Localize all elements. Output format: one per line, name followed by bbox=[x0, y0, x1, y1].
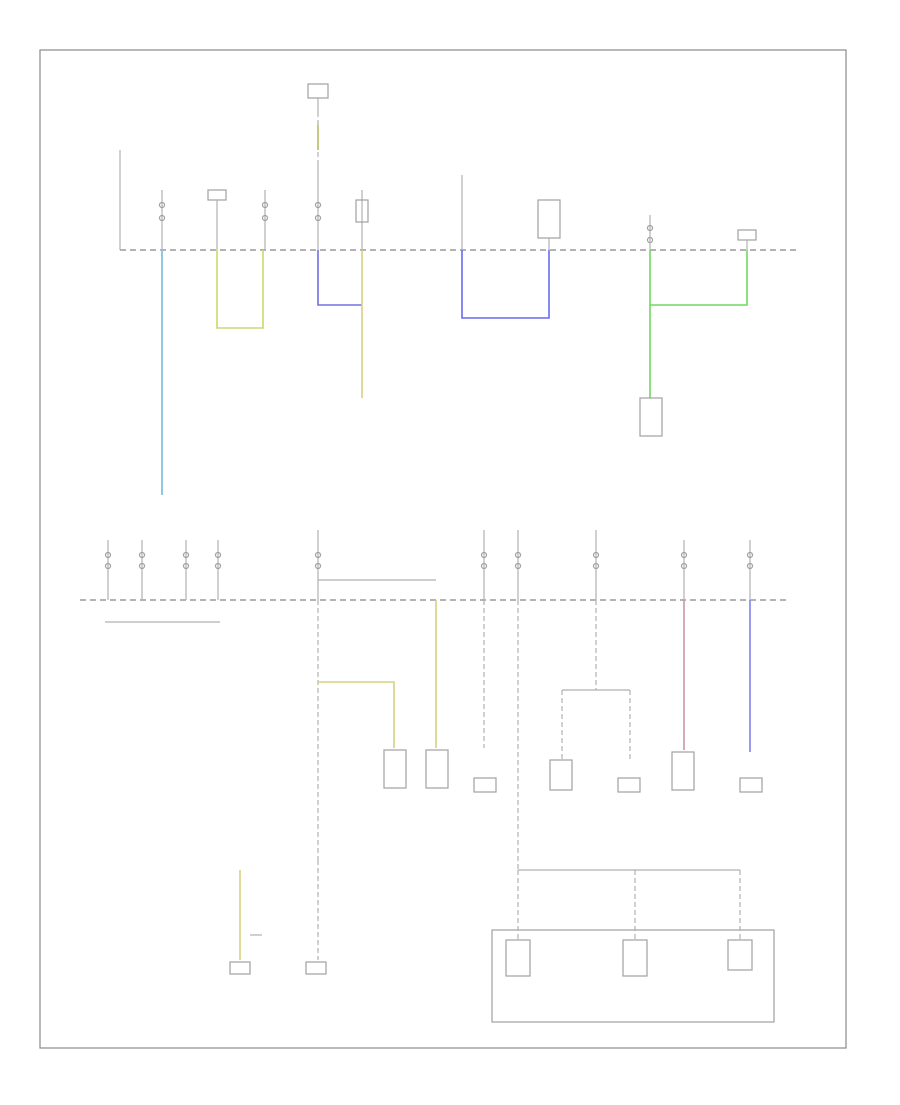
lower-wires bbox=[317, 600, 751, 870]
fuse-lower-10 bbox=[746, 540, 754, 600]
component-lower-6 bbox=[671, 751, 695, 791]
fuse-upper-2 bbox=[207, 189, 227, 250]
wire-yellow-green-loop bbox=[216, 250, 264, 329]
fuse-lower-8 bbox=[592, 530, 600, 600]
fuse-lower-9 bbox=[680, 540, 688, 600]
fuse-upper-1 bbox=[158, 190, 166, 250]
wire-green bbox=[649, 250, 748, 306]
component-lower-7 bbox=[739, 777, 763, 793]
fuel-pump-component bbox=[537, 199, 561, 250]
relay-upper-5 bbox=[355, 190, 369, 250]
fuse-lower-6 bbox=[480, 530, 488, 600]
wire-blue-loop bbox=[461, 250, 550, 319]
fuse-upper-8 bbox=[737, 229, 757, 250]
wire-purple bbox=[317, 250, 362, 306]
fuse-lower-1 bbox=[104, 540, 112, 600]
component-green-end bbox=[639, 397, 663, 437]
component-lower-2 bbox=[425, 749, 449, 789]
fuse-lower-5 bbox=[314, 530, 322, 600]
bottom-right-frame bbox=[491, 929, 775, 1023]
component-lower-1 bbox=[383, 749, 407, 789]
wire-yellow-lower bbox=[318, 681, 395, 748]
upper-fuses bbox=[158, 160, 757, 250]
top-connector bbox=[307, 83, 329, 160]
fuse-upper-3 bbox=[261, 190, 269, 250]
lower-fuse-box bbox=[105, 579, 436, 623]
fuse-upper-7 bbox=[646, 215, 654, 250]
component-lower-3 bbox=[473, 777, 497, 793]
fuse-upper-4 bbox=[314, 160, 322, 250]
component-lower-4 bbox=[549, 759, 573, 791]
lower-components bbox=[383, 749, 763, 793]
component-lower-5 bbox=[617, 777, 641, 793]
diagram-frame bbox=[39, 49, 847, 1049]
bottom-left-block bbox=[229, 860, 327, 975]
bottom-right-block bbox=[491, 869, 775, 1023]
fuse-lower-4 bbox=[214, 540, 222, 600]
fuse-lower-2 bbox=[138, 540, 146, 600]
upper-wires bbox=[161, 250, 748, 495]
fuse-lower-3 bbox=[182, 540, 190, 600]
fuse-lower-7 bbox=[514, 530, 522, 600]
upper-fuse-box bbox=[119, 150, 463, 250]
lower-fuses bbox=[104, 530, 754, 600]
